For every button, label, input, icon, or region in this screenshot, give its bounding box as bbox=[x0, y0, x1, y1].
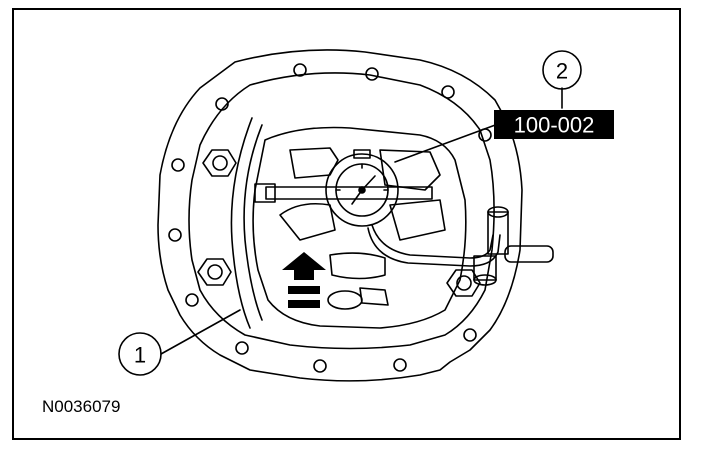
holder-clamp bbox=[473, 206, 554, 286]
housing-inner-edge bbox=[188, 72, 495, 350]
tool-label-box bbox=[494, 110, 614, 139]
indicator-arm bbox=[371, 224, 494, 259]
housing-flange bbox=[157, 49, 523, 382]
callout-number-1: 1 bbox=[134, 343, 146, 368]
leader-line-1 bbox=[160, 309, 241, 355]
callout-circle-1 bbox=[118, 332, 162, 376]
indicator-bar bbox=[265, 186, 433, 200]
bolt-lower-left bbox=[197, 258, 232, 286]
figure-frame bbox=[12, 8, 681, 440]
indicator-end-block bbox=[254, 183, 276, 203]
figure-id: N0036079 bbox=[42, 397, 120, 416]
tool-label: 100-002 bbox=[514, 113, 595, 138]
leader-line-tool bbox=[394, 123, 499, 163]
bolt-upper-left bbox=[202, 149, 237, 177]
carrier-cavity bbox=[252, 126, 467, 329]
callout-number-2: 2 bbox=[556, 59, 568, 84]
direction-arrow bbox=[282, 252, 326, 308]
callout-circle-2 bbox=[542, 50, 582, 90]
bolt-lower-right bbox=[446, 269, 481, 297]
dial-indicator bbox=[325, 149, 399, 227]
